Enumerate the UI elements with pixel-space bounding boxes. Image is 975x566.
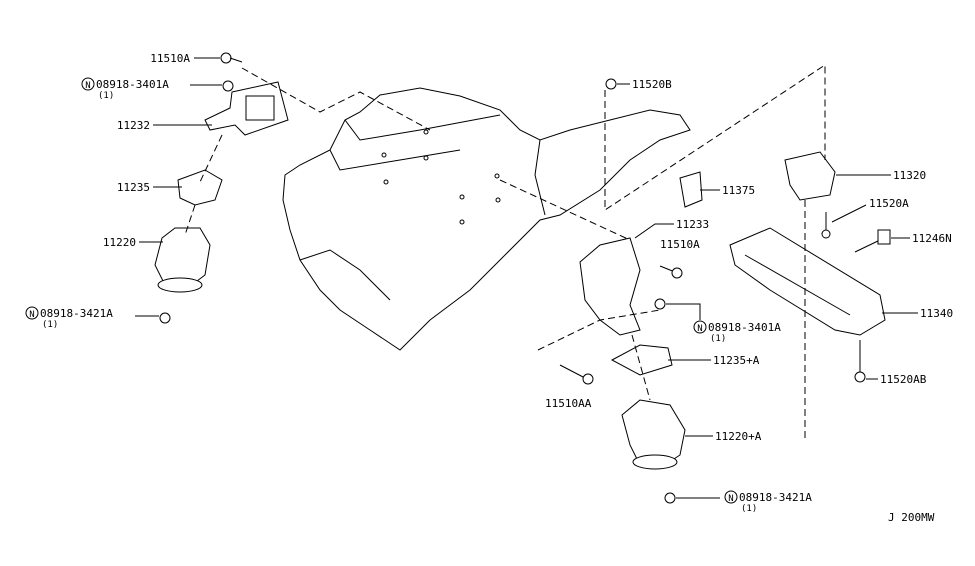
qty-08918-3401A-right: (1) bbox=[710, 334, 726, 344]
label-11520A: 11520A bbox=[869, 197, 909, 210]
left-mount-bracket-11232 bbox=[204, 81, 289, 136]
nut-symbol: N bbox=[29, 310, 34, 320]
nut-11520B bbox=[605, 78, 617, 90]
right-mount-11220A bbox=[621, 399, 686, 504]
crossmember-11340 bbox=[729, 227, 886, 336]
bolt-11510AA bbox=[559, 364, 594, 385]
assembly-line bbox=[604, 64, 826, 211]
label-08918-3401A-left: 08918-3401A bbox=[96, 78, 169, 91]
assembly-line bbox=[241, 67, 431, 131]
qty-08918-3401A-left: (1) bbox=[98, 91, 114, 101]
left-bolt-11510A bbox=[220, 52, 243, 64]
label-11320: 11320 bbox=[893, 169, 926, 182]
label-11520B: 11520B bbox=[632, 78, 672, 91]
leader-lines bbox=[135, 57, 918, 499]
nut-symbol: N bbox=[697, 324, 702, 334]
right-nut-08918-3401A bbox=[654, 298, 666, 310]
label-11375: 11375 bbox=[722, 184, 755, 197]
label-11232: 11232 bbox=[117, 119, 150, 132]
diagram-code: J 200MW bbox=[888, 511, 935, 524]
label-11510AA: 11510AA bbox=[545, 397, 592, 410]
left-mount-11220 bbox=[154, 227, 211, 324]
label-08918-3401A-right: 08918-3401A bbox=[708, 321, 781, 334]
bolt-11510A-mid bbox=[659, 265, 683, 279]
assembly-line bbox=[199, 134, 223, 183]
label-08918-3421A-right: 08918-3421A bbox=[739, 491, 812, 504]
label-11510A-top: 11510A bbox=[150, 52, 190, 65]
nut-symbol-circle bbox=[25, 306, 39, 320]
left-nut-08918-3401A bbox=[222, 80, 234, 92]
right-mount-bracket-11233 bbox=[579, 237, 641, 336]
left-mount-insulator-11235 bbox=[177, 169, 223, 206]
label-11246N: 11246N bbox=[912, 232, 952, 245]
nut-symbol-circle bbox=[81, 77, 95, 91]
label-11220: 11220 bbox=[103, 236, 136, 249]
rear-mount-11320 bbox=[784, 151, 836, 201]
assembly-line bbox=[499, 179, 631, 241]
bracket-11375 bbox=[679, 171, 703, 208]
nut-symbol: N bbox=[85, 81, 90, 91]
label-11235: 11235 bbox=[117, 181, 150, 194]
label-11220A: 11220+A bbox=[715, 430, 762, 443]
label-11340: 11340 bbox=[920, 307, 953, 320]
bolt-11520A bbox=[821, 212, 831, 239]
label-11235A: 11235+A bbox=[713, 354, 760, 367]
engine-block-drawing bbox=[282, 87, 691, 351]
nut-symbol-circle bbox=[693, 320, 707, 334]
nut-symbol: N bbox=[728, 494, 733, 504]
label-11233: 11233 bbox=[676, 218, 709, 231]
label-11520AB: 11520AB bbox=[880, 373, 927, 386]
qty-08918-3421A-left: (1) bbox=[42, 320, 58, 330]
assembly-line bbox=[184, 204, 196, 236]
nut-symbol-circle bbox=[724, 490, 738, 504]
label-08918-3421A-left: 08918-3421A bbox=[40, 307, 113, 320]
label-11510A-mid: 11510A bbox=[660, 238, 700, 251]
bolt-11520AB bbox=[854, 340, 866, 383]
assembly-line bbox=[631, 334, 651, 401]
assembly-line bbox=[537, 309, 661, 351]
bolt-11246N bbox=[854, 229, 891, 253]
qty-08918-3421A-right: (1) bbox=[741, 504, 757, 514]
